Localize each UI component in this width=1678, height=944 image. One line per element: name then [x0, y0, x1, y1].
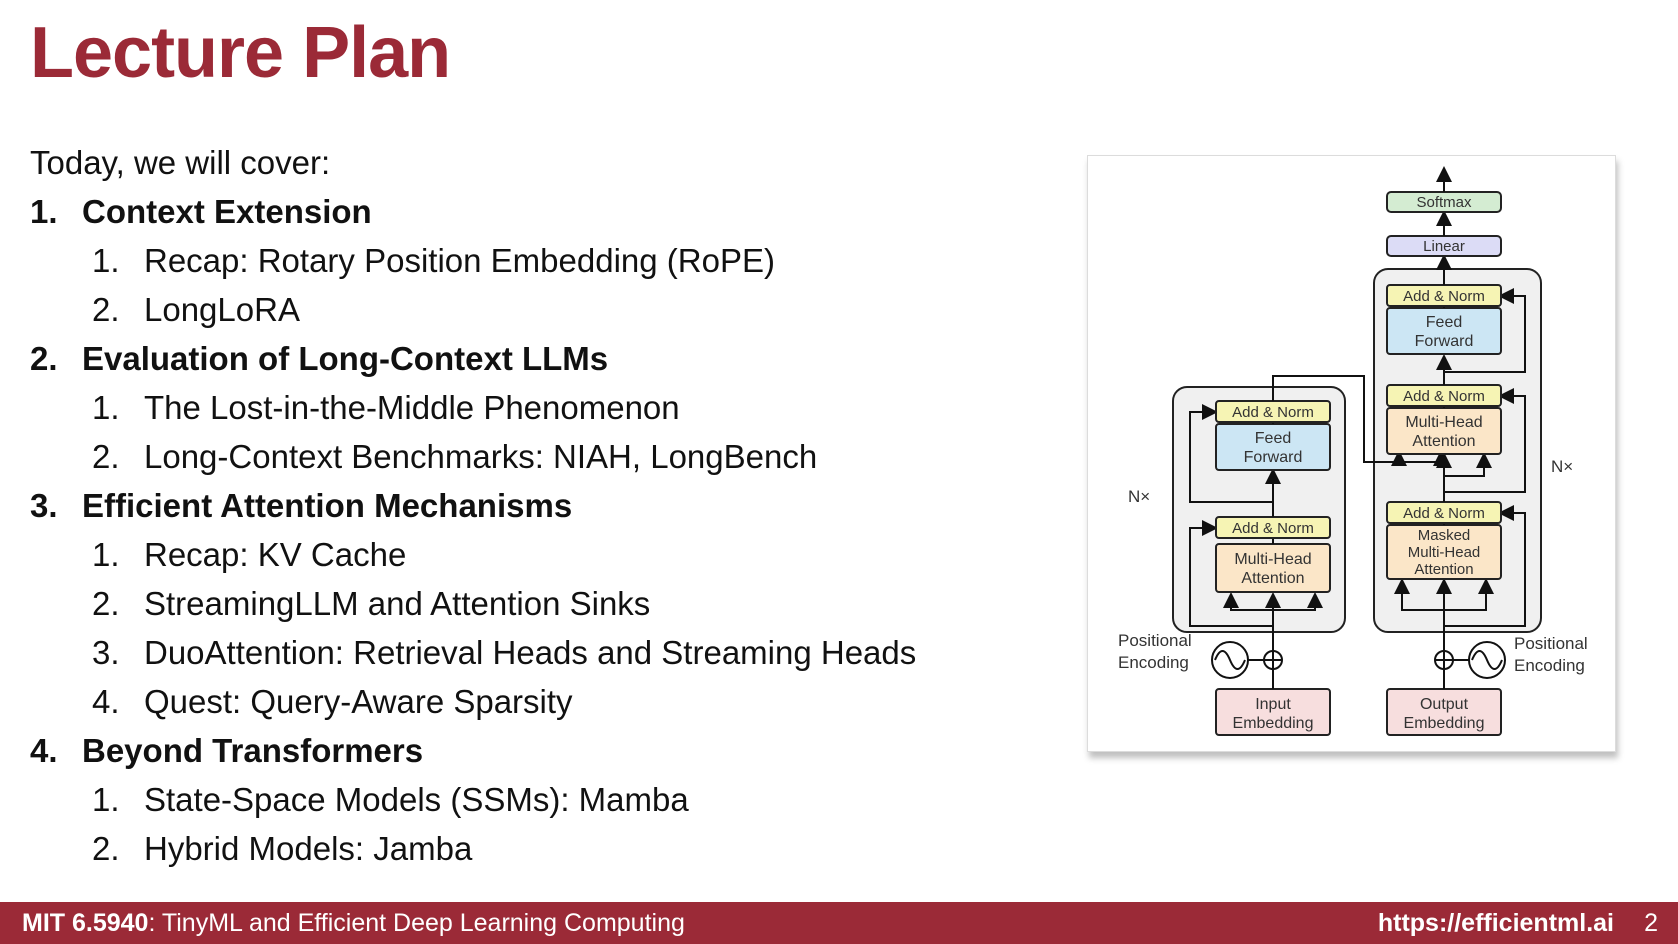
sine-wave-icon — [1471, 650, 1503, 670]
list-item: 2. StreamingLLM and Attention Sinks — [30, 579, 1030, 628]
linear-label: Linear — [1423, 238, 1465, 255]
feed-forward-label: Feed — [1426, 314, 1462, 331]
course-url-link[interactable]: https://efficientml.ai — [1377, 909, 1614, 937]
input-embedding-label: Embedding — [1233, 715, 1314, 732]
transformer-architecture-figure: Input Embedding Positional Encoding Mult… — [1087, 155, 1616, 752]
item-text: State-Space Models (SSMs): Mamba — [144, 781, 689, 818]
list-item: 1. State-Space Models (SSMs): Mamba — [30, 775, 1030, 824]
item-number: 2. — [92, 291, 120, 328]
item-text: Quest: Query-Aware Sparsity — [144, 683, 573, 720]
decoder-residual-arrow — [1444, 388, 1526, 493]
encoder-residual-arrow — [1189, 520, 1273, 627]
section-heading: 2. Evaluation of Long-Context LLMs — [30, 334, 1030, 383]
page-number: 2 — [1644, 909, 1658, 937]
decoder-residual-arrow — [1444, 505, 1526, 627]
item-number: 1. — [92, 781, 120, 818]
masked-attention-label: Attention — [1414, 561, 1473, 578]
list-item: 3. DuoAttention: Retrieval Heads and Str… — [30, 628, 1030, 677]
decoder-attention-arrow — [1394, 578, 1444, 611]
item-number: 2. — [92, 585, 120, 622]
multi-head-attention-label: Attention — [1241, 570, 1304, 587]
item-number: 2. — [92, 830, 120, 867]
course-info: MIT 6.5940: TinyML and Efficient Deep Le… — [22, 902, 685, 944]
lecture-outline: Today, we will cover: 1. Context Extensi… — [30, 138, 1030, 873]
add-norm-label: Add & Norm — [1232, 404, 1314, 421]
softmax-label: Softmax — [1416, 194, 1472, 211]
decoder-attention-arrow — [1444, 578, 1494, 611]
output-embedding-label: Output — [1420, 696, 1469, 713]
section-number: 1. — [30, 193, 58, 230]
sine-wave-icon — [1214, 650, 1246, 670]
multi-head-attention-label: Attention — [1412, 433, 1475, 450]
item-number: 4. — [92, 683, 120, 720]
decoder-nx-label: N× — [1551, 457, 1573, 476]
encoder-attention-arrow — [1273, 592, 1323, 611]
item-number: 2. — [92, 438, 120, 475]
item-number: 1. — [92, 242, 120, 279]
masked-attention-label: Multi-Head — [1408, 544, 1481, 561]
multi-head-attention-label: Multi-Head — [1405, 414, 1482, 431]
item-number: 3. — [92, 634, 120, 671]
feed-forward-label: Feed — [1255, 430, 1291, 447]
list-item: 4. Quest: Query-Aware Sparsity — [30, 677, 1030, 726]
decoder-attention-arrow — [1444, 452, 1492, 477]
item-text: Recap: Rotary Position Embedding (RoPE) — [144, 242, 775, 279]
item-text: StreamingLLM and Attention Sinks — [144, 585, 651, 622]
item-text: Hybrid Models: Jamba — [144, 830, 473, 867]
item-text: The Lost-in-the-Middle Phenomenon — [144, 389, 680, 426]
list-item: 2. Hybrid Models: Jamba — [30, 824, 1030, 873]
item-text: Recap: KV Cache — [144, 536, 407, 573]
course-name: : TinyML and Efficient Deep Learning Com… — [148, 909, 685, 937]
item-text: Long-Context Benchmarks: NIAH, LongBench — [144, 438, 818, 475]
intro-text: Today, we will cover: — [30, 144, 331, 181]
masked-attention-label: Masked — [1418, 527, 1471, 544]
section-title: Efficient Attention Mechanisms — [82, 487, 573, 524]
list-item: 2. Long-Context Benchmarks: NIAH, LongBe… — [30, 432, 1030, 481]
section-heading: 4. Beyond Transformers — [30, 726, 1030, 775]
positional-encoding-label: Positional — [1514, 634, 1588, 653]
positional-encoding-label: Encoding — [1118, 653, 1189, 672]
section-number: 2. — [30, 340, 58, 377]
multi-head-attention-label: Multi-Head — [1234, 551, 1311, 568]
section-number: 3. — [30, 487, 58, 524]
feed-forward-label: Forward — [1415, 333, 1474, 350]
encoder-nx-label: N× — [1128, 487, 1150, 506]
item-text: LongLoRA — [144, 291, 300, 328]
list-item: 2. LongLoRA — [30, 285, 1030, 334]
section-heading: 1. Context Extension — [30, 187, 1030, 236]
section-title: Evaluation of Long-Context LLMs — [82, 340, 609, 377]
add-norm-label: Add & Norm — [1403, 288, 1485, 305]
section-number: 4. — [30, 732, 58, 769]
input-embedding-label: Input — [1255, 696, 1291, 713]
encoder-attention-arrow — [1223, 592, 1273, 611]
section-title: Beyond Transformers — [82, 732, 424, 769]
encoder-to-decoder-arrow — [1272, 375, 1407, 466]
add-norm-label: Add & Norm — [1232, 520, 1314, 537]
list-item: 1. Recap: KV Cache — [30, 530, 1030, 579]
item-text: DuoAttention: Retrieval Heads and Stream… — [144, 634, 917, 671]
decoder-residual-arrow — [1444, 288, 1526, 373]
item-number: 1. — [92, 536, 120, 573]
section-heading: 3. Efficient Attention Mechanisms — [30, 481, 1030, 530]
list-item: 1. Recap: Rotary Position Embedding (RoP… — [30, 236, 1030, 285]
encoder-residual-arrow — [1189, 404, 1273, 503]
item-number: 1. — [92, 389, 120, 426]
positional-encoding-label: Positional — [1118, 631, 1192, 650]
add-norm-label: Add & Norm — [1403, 388, 1485, 405]
transformer-diagram: Input Embedding Positional Encoding Mult… — [1118, 166, 1588, 736]
add-norm-label: Add & Norm — [1403, 505, 1485, 522]
footer-bar: MIT 6.5940: TinyML and Efficient Deep Le… — [0, 902, 1678, 944]
positional-encoding-label: Encoding — [1514, 656, 1585, 675]
slide-title: Lecture Plan — [30, 13, 451, 93]
list-item: 1. The Lost-in-the-Middle Phenomenon — [30, 383, 1030, 432]
output-embedding-label: Embedding — [1404, 715, 1485, 732]
course-code: MIT 6.5940 — [22, 909, 149, 937]
section-title: Context Extension — [82, 193, 372, 230]
feed-forward-label: Forward — [1244, 449, 1303, 466]
